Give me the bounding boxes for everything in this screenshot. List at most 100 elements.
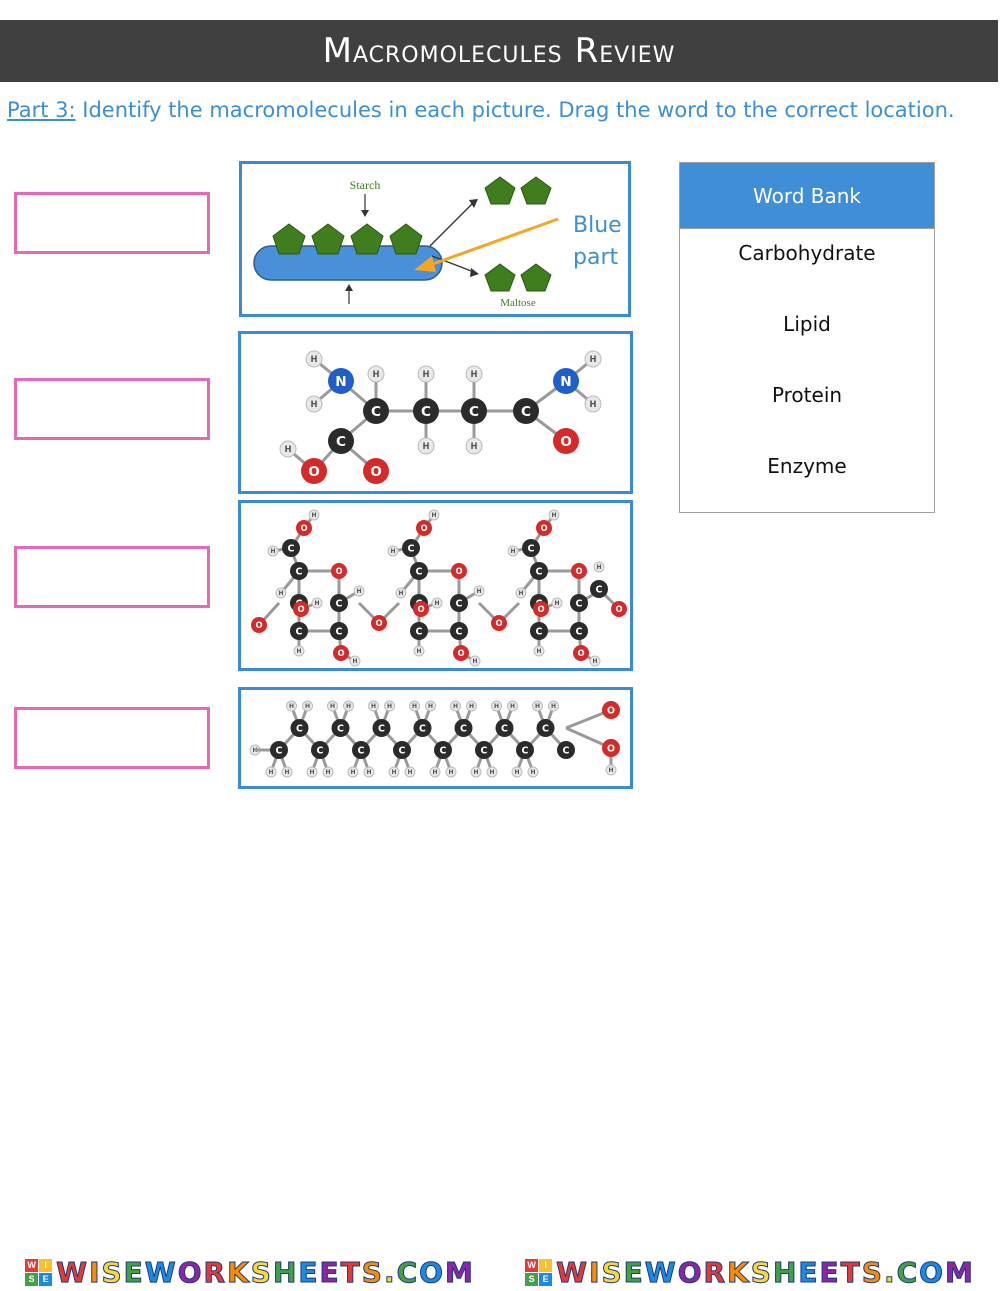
carbon-atom: C: [513, 398, 539, 424]
word-carbohydrate[interactable]: Carbohydrate: [738, 241, 876, 265]
word-enzyme[interactable]: Enzyme: [767, 454, 847, 478]
svg-text:C: C: [536, 566, 543, 577]
part-label: Part 3:: [7, 98, 76, 122]
hydrogen-atom: H: [417, 437, 435, 455]
starch-label: Starch: [350, 178, 381, 192]
svg-text:O: O: [337, 648, 344, 658]
svg-text:H: H: [372, 369, 379, 379]
annotation-line-2: part: [573, 245, 618, 270]
carbon-atom: C: [311, 741, 329, 759]
hydrogen-atom: H: [511, 766, 523, 778]
svg-text:C: C: [521, 404, 531, 420]
hydrogen-atom: H: [469, 655, 481, 667]
svg-text:O: O: [455, 566, 462, 576]
carbon-atom: C: [570, 622, 588, 640]
svg-text:H: H: [473, 769, 478, 776]
picture-polysaccharide: HCOHCOCHCOHCHCOHHHCOHCOCHCOHCHCOHHHCOHCO…: [238, 500, 633, 671]
oxygen-atom: O: [251, 617, 267, 633]
fatty-acid-diagram: HHHHHHHHHHHHHHHHHHHHHHHHHHHHHCCCCCCCCCCC…: [249, 700, 620, 778]
drop-target-3[interactable]: [14, 546, 210, 608]
drop-target-2[interactable]: [14, 378, 210, 440]
title-initial-2: R: [574, 31, 600, 71]
hydrogen-atom: H: [470, 766, 482, 778]
hydrogen-atom: H: [425, 700, 436, 712]
svg-text:H: H: [422, 441, 429, 451]
svg-text:H: H: [518, 590, 523, 597]
carbon-atom: C: [363, 398, 389, 424]
hydrogen-atom: H: [387, 545, 399, 557]
carbon-atom: C: [450, 622, 468, 640]
carbon-atom: C: [393, 741, 411, 759]
svg-text:O: O: [420, 523, 427, 533]
svg-text:H: H: [470, 441, 477, 451]
maltose-label: Maltose: [500, 297, 536, 309]
drop-target-4[interactable]: [14, 707, 210, 769]
svg-text:H: H: [310, 399, 317, 409]
title-initial-1: M: [322, 31, 353, 71]
hydrogen-atom: H: [395, 587, 407, 599]
carbon-atom: C: [536, 719, 555, 737]
word-lipid[interactable]: Lipid: [783, 312, 831, 336]
svg-text:O: O: [537, 604, 544, 614]
svg-text:O: O: [607, 705, 615, 716]
svg-text:C: C: [416, 626, 423, 637]
starch-chain: [253, 245, 443, 281]
carbon-atom: C: [516, 741, 534, 759]
svg-text:H: H: [431, 512, 436, 519]
svg-text:O: O: [615, 604, 622, 614]
svg-text:C: C: [576, 626, 583, 637]
svg-text:H: H: [371, 703, 376, 710]
svg-text:C: C: [528, 543, 535, 554]
svg-text:H: H: [536, 648, 541, 655]
svg-text:C: C: [481, 745, 488, 756]
svg-text:C: C: [469, 404, 479, 420]
svg-text:H: H: [390, 548, 395, 555]
svg-text:H: H: [510, 703, 515, 710]
carbon-atom: C: [352, 741, 370, 759]
svg-text:C: C: [408, 543, 415, 554]
hydrogen-atom: H: [308, 509, 320, 521]
carbon-atom: C: [270, 741, 288, 759]
oxygen-atom: O: [333, 645, 349, 661]
svg-text:H: H: [366, 769, 371, 776]
oxygen-atom: O: [413, 601, 429, 617]
hydrogen-atom: H: [486, 766, 498, 778]
carbon-atom: C: [557, 741, 575, 759]
svg-text:H: H: [494, 703, 499, 710]
word-protein[interactable]: Protein: [771, 383, 843, 407]
svg-text:H: H: [472, 658, 477, 665]
svg-text:C: C: [336, 626, 343, 637]
hydrogen-atom: H: [293, 645, 305, 657]
svg-text:H: H: [448, 769, 453, 776]
logo-tiles-icon: W I S E: [25, 1258, 53, 1286]
oxygen-atom: O: [296, 520, 312, 536]
drop-target-1[interactable]: [14, 192, 210, 254]
svg-text:O: O: [577, 648, 584, 658]
svg-text:C: C: [296, 723, 303, 734]
hydrogen-atom: H: [491, 700, 502, 712]
hydrogen-atom: H: [589, 655, 601, 667]
hydrogen-atom: H: [431, 597, 443, 609]
svg-text:C: C: [542, 723, 549, 734]
oxygen-atom: O: [453, 645, 469, 661]
logo-text: WISEWORKSHEETS.COM: [556, 1255, 975, 1289]
svg-text:H: H: [589, 354, 596, 364]
svg-text:H: H: [311, 512, 316, 519]
hydrogen-atom: H: [507, 700, 518, 712]
svg-text:O: O: [540, 523, 547, 533]
hydrogen-atom: H: [404, 766, 416, 778]
svg-text:H: H: [422, 369, 429, 379]
hydrogen-atom: H: [551, 597, 563, 609]
hydrogen-atom: H: [605, 764, 617, 776]
svg-text:H: H: [391, 769, 396, 776]
svg-text:H: H: [476, 588, 481, 595]
svg-text:H: H: [284, 444, 291, 454]
svg-text:O: O: [375, 618, 382, 628]
carbon-atom: C: [450, 594, 468, 612]
hydrogen-atom: H: [413, 645, 425, 657]
svg-text:H: H: [398, 590, 403, 597]
svg-text:H: H: [434, 600, 439, 607]
svg-text:H: H: [387, 703, 392, 710]
svg-text:H: H: [278, 590, 283, 597]
